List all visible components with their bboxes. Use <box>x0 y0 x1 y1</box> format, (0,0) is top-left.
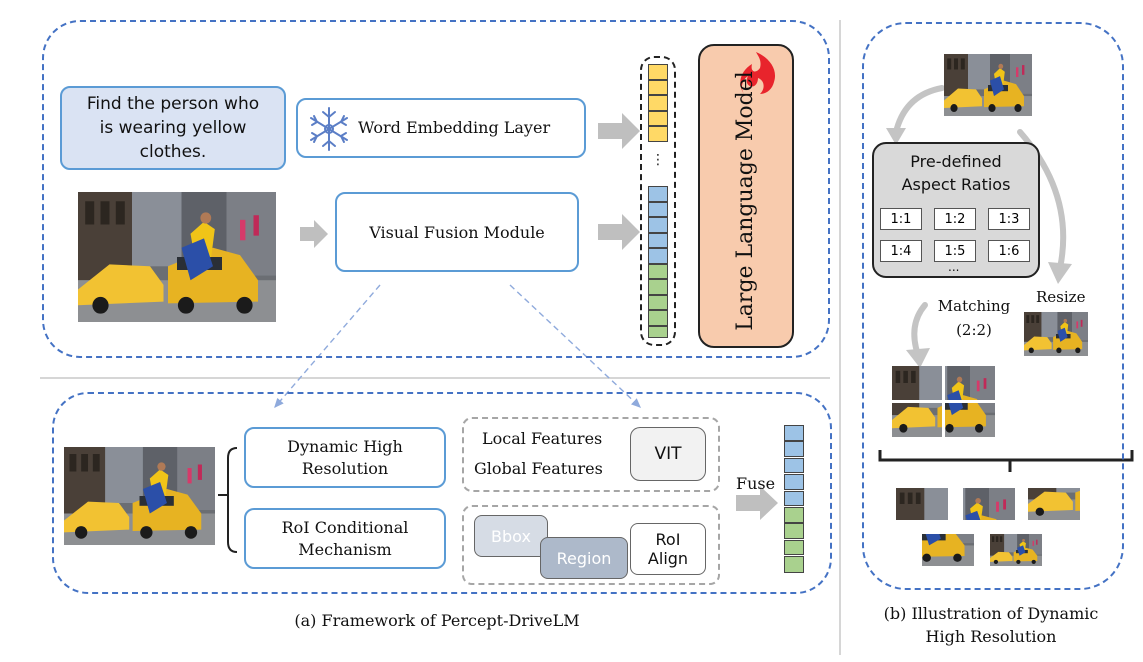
visual-token <box>648 186 668 202</box>
bbox-label: Bbox <box>491 526 531 546</box>
original-image <box>944 54 1032 116</box>
dynamic-resolution-caption: (b) Illustration of Dynamic High Resolut… <box>883 604 1099 646</box>
ratio-ellipsis: ... <box>948 260 960 274</box>
fuse-label: Fuse <box>736 474 776 493</box>
flame-icon <box>740 52 776 94</box>
roi-token <box>648 310 668 326</box>
visual-token <box>784 457 804 474</box>
visual-token <box>784 425 804 441</box>
roi-token <box>784 556 804 573</box>
roi-token <box>648 294 668 310</box>
framework-caption: (a) Framework of Percept-DriveLM <box>294 610 580 630</box>
vit-box: VIT <box>630 427 706 481</box>
output-crop <box>963 488 1015 520</box>
visual-token <box>648 201 668 217</box>
output-crop <box>990 534 1042 566</box>
vit-label: VIT <box>654 444 682 464</box>
roi-token <box>648 325 668 338</box>
crop-tile <box>945 366 995 400</box>
region-box: Region <box>540 537 628 579</box>
token-sequence: ⋮ <box>648 64 668 338</box>
output-crop <box>922 534 974 566</box>
aspect-ratio-option: 1:2 <box>934 208 976 230</box>
roi-align-group: Bbox Region RoI Align <box>462 505 720 585</box>
input-image <box>78 192 276 322</box>
llm-label: Large Language Model <box>732 71 758 331</box>
llm-box: Large Language Model <box>698 44 794 348</box>
text-token <box>648 110 668 126</box>
text-token <box>648 64 668 80</box>
visual-token <box>784 490 804 507</box>
query-text-box: Find the person who is wearing yellow cl… <box>60 86 286 170</box>
visual-fusion-detail-region <box>52 392 832 594</box>
crop-tile <box>892 403 942 437</box>
word-embedding-label: Word Embedding Layer <box>358 118 551 137</box>
roi-align-box: RoI Align <box>630 523 706 575</box>
bottom-input-image <box>64 447 215 545</box>
text-token <box>648 95 668 111</box>
llm-framework-region <box>42 20 830 358</box>
visual-fusion-module-box: Visual Fusion Module <box>335 192 579 272</box>
aspect-ratio-option: 1:6 <box>988 240 1030 262</box>
crop-tile <box>892 366 942 400</box>
roi-token <box>784 539 804 556</box>
word-embedding-layer-box: Word Embedding Layer <box>296 98 586 158</box>
dynamic-resolution-region <box>862 22 1124 590</box>
aspect-ratios-box: Pre-defined Aspect Ratios 1:1 1:2 1:3 1:… <box>872 142 1040 278</box>
visual-token <box>784 474 804 490</box>
bbox-box: Bbox <box>474 515 548 557</box>
text-token <box>648 79 668 95</box>
region-label: Region <box>556 548 612 568</box>
roi-token <box>648 279 668 295</box>
visual-token <box>648 248 668 264</box>
aspect-ratio-option: 1:3 <box>988 208 1030 230</box>
global-features-label: Global Features <box>474 459 603 478</box>
aspect-ratio-option: 1:4 <box>880 240 922 262</box>
local-features-label: Local Features <box>482 429 603 448</box>
visual-token <box>648 232 668 248</box>
matching-label: Matching (2:2) <box>937 297 1011 339</box>
roi-token <box>648 263 668 279</box>
output-crop <box>1028 488 1080 520</box>
token-sequence-container <box>640 56 676 346</box>
resize-label: Resize <box>1036 288 1086 306</box>
snowflake-icon <box>310 107 348 151</box>
roi-token <box>784 523 804 539</box>
text-token <box>648 126 668 142</box>
resized-image <box>1024 312 1088 356</box>
visual-token <box>784 441 804 457</box>
roi-token <box>784 507 804 523</box>
output-crop <box>896 488 948 520</box>
visual-token <box>648 217 668 233</box>
features-group: Local Features Global Features VIT <box>462 417 720 492</box>
fused-token-sequence <box>784 425 804 573</box>
roi-conditional-mechanism-box: RoI Conditional Mechanism <box>244 508 446 569</box>
crop-tile <box>945 403 995 437</box>
dynamic-high-resolution-box: Dynamic High Resolution <box>244 427 446 488</box>
aspect-ratio-option: 1:1 <box>880 208 922 230</box>
aspect-ratio-option: 1:5 <box>934 240 976 262</box>
visual-fusion-label: Visual Fusion Module <box>369 222 545 242</box>
aspect-ratios-title: Pre-defined Aspect Ratios <box>901 152 1011 194</box>
token-ellipsis: ⋮ <box>651 152 665 168</box>
